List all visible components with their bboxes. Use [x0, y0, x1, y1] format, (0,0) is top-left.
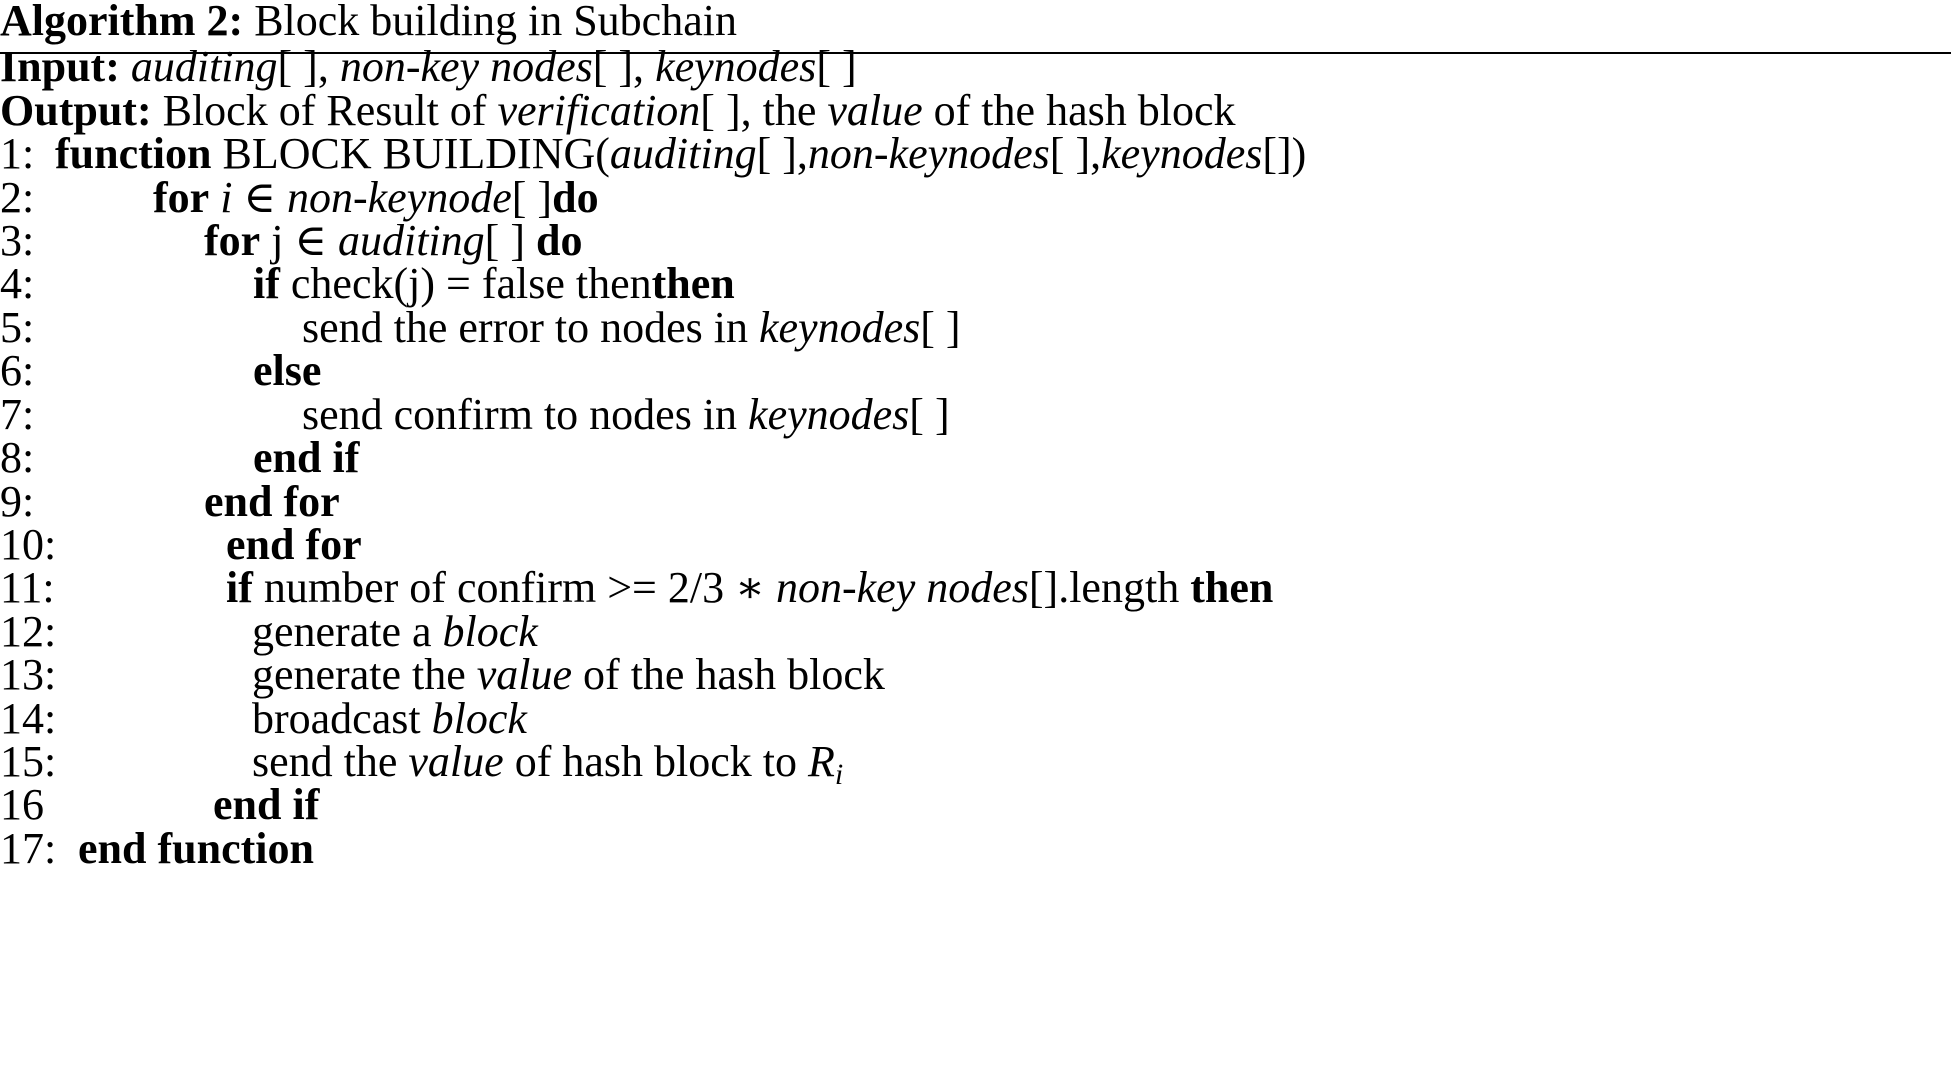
caption-label: Algorithm 2:	[0, 0, 244, 45]
keyword-for: for	[204, 216, 261, 265]
statement-broadcast: broadcast	[252, 694, 432, 743]
length-expr: [].length	[1028, 563, 1191, 612]
keyword-if: if	[253, 259, 280, 308]
var-j-element-of: j ∈	[260, 216, 338, 265]
keyword-end-for: end for	[204, 477, 340, 526]
algorithm-caption: Algorithm 2: Block building in Subchain	[0, 0, 737, 48]
output-part-5: of the hash block	[922, 86, 1236, 135]
var-keynodes: keynodes	[759, 303, 921, 352]
statement-send-the: send the	[252, 737, 409, 786]
line-number: 16	[0, 780, 44, 829]
input-label: Input:	[0, 42, 120, 91]
statement-send-confirm: send confirm to nodes in	[302, 390, 749, 439]
line-number: 1:	[0, 129, 35, 178]
statement-send-error: send the error to nodes in	[302, 303, 759, 352]
keyword-else: else	[253, 346, 322, 395]
brackets: [ ]	[909, 390, 950, 439]
caption-rule	[0, 52, 1951, 54]
line-number: 2:	[0, 173, 35, 222]
line-number: 11:	[0, 563, 55, 612]
input-keynodes: keynodes	[655, 42, 817, 91]
line-number: 4:	[0, 259, 35, 308]
var-value: value	[476, 650, 573, 699]
line-number: 7:	[0, 390, 35, 439]
var-block: block	[431, 694, 527, 743]
statement-hash-block-to: of hash block to	[503, 737, 808, 786]
condition-confirm-count: number of confirm >= 2/3 ∗	[252, 563, 776, 612]
output-part-3: [ ], the	[700, 86, 828, 135]
var-keynodes: keynodes	[748, 390, 910, 439]
keyword-end-function: end function	[78, 824, 314, 873]
input-non-key-nodes: non-key nodes	[339, 42, 593, 91]
keyword-then: then	[651, 259, 735, 308]
var-auditing: auditing	[337, 216, 485, 265]
line-number: 6:	[0, 346, 35, 395]
param-sep: [ ],	[756, 129, 808, 178]
keyword-do: do	[535, 216, 583, 265]
var-value: value	[408, 737, 504, 786]
line-number: 12:	[0, 607, 57, 656]
statement-generate: generate a	[252, 607, 443, 656]
var-i: i	[220, 173, 233, 222]
output-label: Output:	[0, 86, 152, 135]
output-value: value	[827, 86, 923, 135]
param-sep: [ ],	[1049, 129, 1102, 178]
brackets: [ ]	[920, 303, 961, 352]
keyword-then: then	[1190, 563, 1274, 612]
line-number: 17:	[0, 824, 57, 873]
param-non-keynodes: non-keynodes	[807, 129, 1050, 178]
keyword-end-for: end for	[226, 520, 362, 569]
keyword-function: function	[55, 129, 212, 178]
param-auditing: auditing	[609, 129, 757, 178]
function-name: BLOCK BUILDING(	[211, 129, 610, 178]
line-number: 10:	[0, 520, 57, 569]
line-number: 3:	[0, 216, 35, 265]
brackets: [ ]	[484, 216, 536, 265]
output-verification: verification	[497, 86, 701, 135]
output-part-1: Block of Result of	[162, 86, 498, 135]
subscript-i: i	[834, 758, 844, 791]
keyword-end-if: end if	[253, 433, 360, 482]
brackets: [ ]	[511, 173, 553, 222]
element-of: ∈	[232, 173, 287, 222]
var-r: R	[808, 737, 835, 786]
keyword-for: for	[153, 173, 210, 222]
var-non-key-nodes: non-key nodes	[776, 563, 1029, 612]
line-number: 8:	[0, 433, 35, 482]
input-sep-2: [ ],	[592, 42, 656, 91]
var-non-keynode: non-keynode	[287, 173, 512, 222]
keyword-do: do	[552, 173, 599, 222]
statement-generate-value: generate the	[252, 650, 477, 699]
line-number: 13:	[0, 650, 57, 699]
var-block: block	[442, 607, 538, 656]
keyword-if: if	[226, 563, 253, 612]
param-keynodes: keynodes	[1101, 129, 1263, 178]
line-number: 14:	[0, 694, 57, 743]
input-sep-3: [ ]	[816, 42, 857, 91]
input-auditing: auditing	[130, 42, 278, 91]
line-number: 5:	[0, 303, 35, 352]
line-number: 15:	[0, 737, 57, 786]
line-number: 9:	[0, 477, 35, 526]
caption-title: Block building in Subchain	[254, 0, 737, 45]
param-close: [])	[1262, 129, 1307, 178]
condition-check: check(j) = false then	[279, 259, 652, 308]
keyword-end-if: end if	[213, 780, 320, 829]
statement-hash-block: of the hash block	[572, 650, 885, 699]
input-sep-1: [ ],	[277, 42, 340, 91]
